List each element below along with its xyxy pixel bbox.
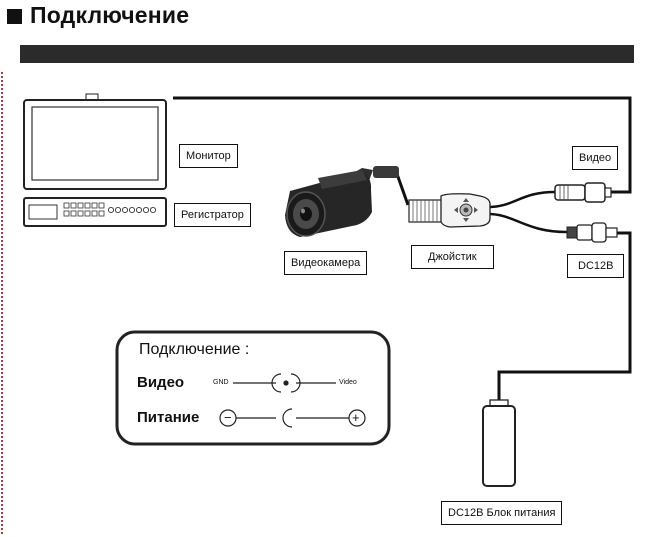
split-cable-video — [487, 190, 556, 209]
video-small-label: Video — [339, 379, 357, 386]
power-cable — [497, 231, 632, 400]
plus-sign: + — [352, 410, 360, 425]
legend-video-label: Видео — [137, 374, 185, 391]
header-bar — [20, 45, 634, 63]
recorder-label: Регистратор — [174, 203, 251, 227]
joystick-label: Джойстик — [411, 245, 494, 269]
margin-divider — [1, 72, 3, 534]
power-wire-symbol — [219, 408, 366, 428]
joystick-icon — [408, 193, 491, 228]
minus-sign: − — [224, 410, 232, 425]
page-title: Подключение — [30, 2, 190, 28]
recorder-icon — [23, 197, 167, 227]
video-wire-symbol — [233, 373, 336, 393]
power-supply-label: DC12В Блок питания — [441, 501, 563, 525]
monitor-icon — [23, 93, 167, 190]
power-supply-icon — [482, 399, 516, 487]
camera-icon — [285, 166, 399, 237]
legend-title: Подключение : — [139, 341, 250, 358]
video-connector-icon — [554, 182, 612, 203]
legend-power-label: Питание — [137, 409, 200, 426]
dc12-label: DC12В — [567, 254, 625, 278]
camera-cable — [395, 173, 410, 206]
camera-label: Видеокамера — [284, 251, 368, 275]
title-square-icon — [7, 9, 22, 24]
video-label: Видео — [572, 146, 619, 170]
monitor-label: Монитор — [179, 144, 238, 168]
video-cable — [173, 96, 632, 194]
legend-box — [115, 330, 391, 446]
split-cable-power — [487, 212, 568, 234]
dc-connector-icon — [566, 222, 618, 243]
gnd-label: GND — [213, 379, 229, 386]
